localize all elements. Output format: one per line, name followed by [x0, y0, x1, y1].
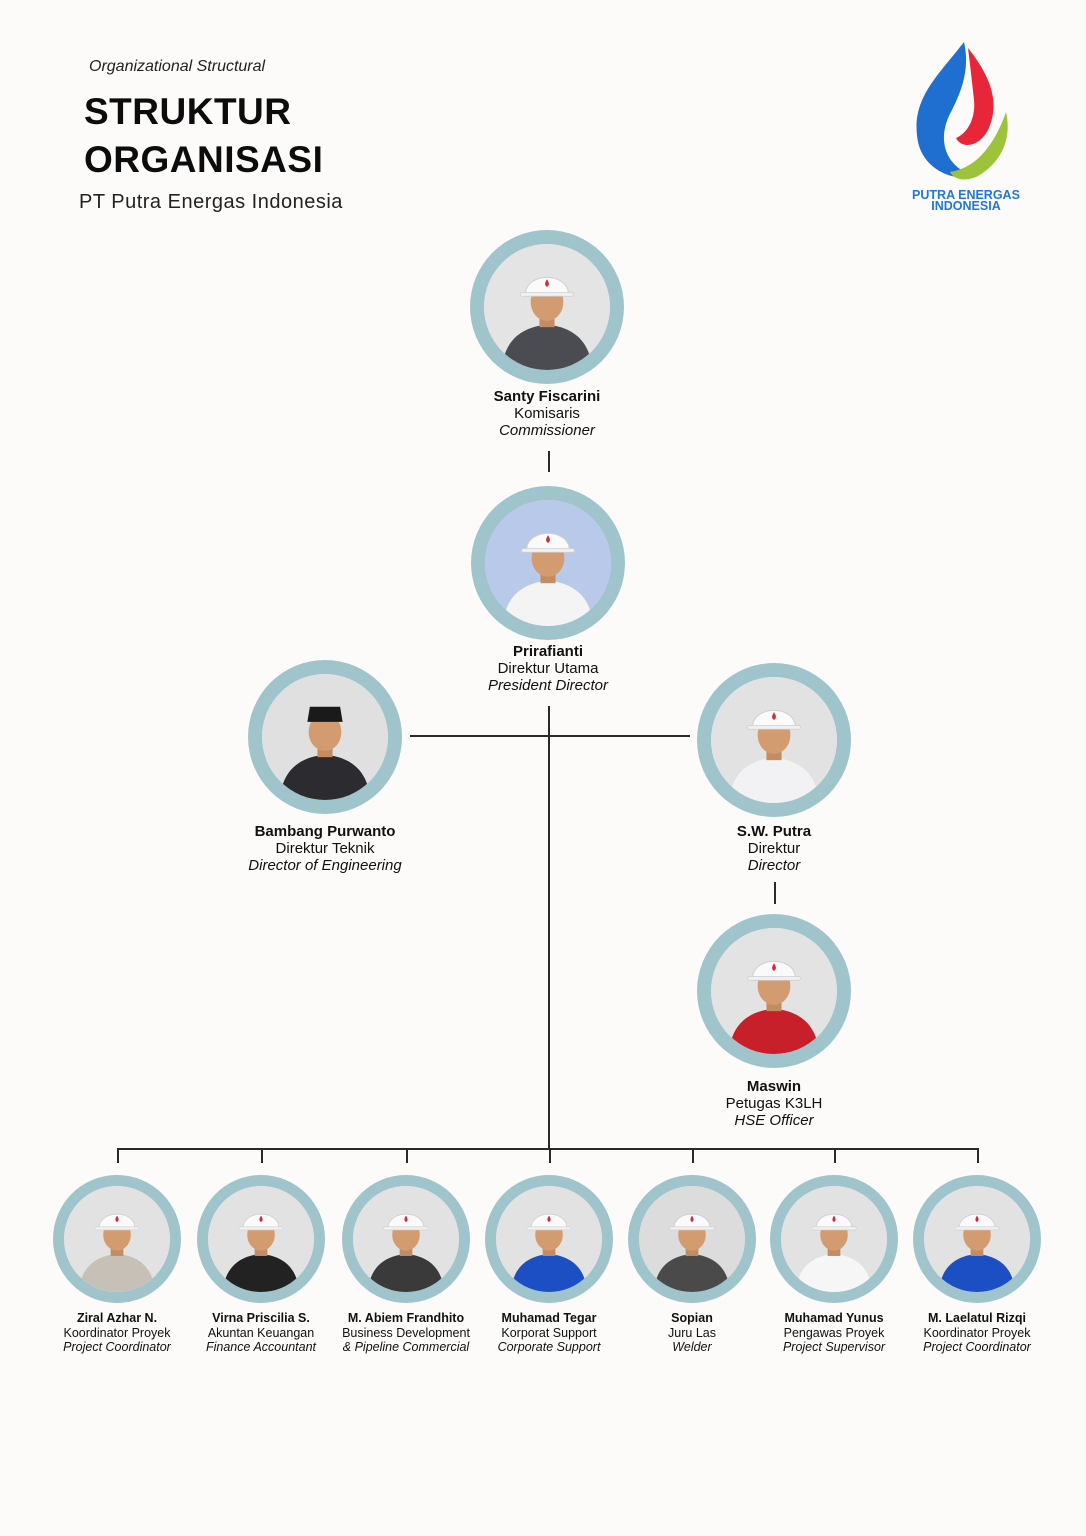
avatar-staff-7	[913, 1175, 1041, 1303]
avatar-staff-2	[197, 1175, 325, 1303]
person-name: Prirafianti	[512, 643, 584, 660]
avatar-engineering	[248, 660, 402, 814]
person-role: Koordinator Proyek	[923, 1325, 1031, 1340]
person-name: Ziral Azhar N.	[76, 1311, 158, 1325]
photo-staff-5	[639, 1186, 745, 1292]
photo-staff-1	[64, 1186, 170, 1292]
connector-staff-horizontal	[117, 1148, 978, 1150]
person-role-en: Project Coordinator	[63, 1340, 171, 1354]
person-name: M. Laelatul Rizqi	[928, 1311, 1026, 1325]
photo-staff-6	[781, 1186, 887, 1292]
person-role-en: Project Supervisor	[782, 1340, 886, 1354]
person-name: Maswin	[746, 1078, 802, 1095]
photo-staff-4	[496, 1186, 602, 1292]
person-name: Muhamad Tegar	[501, 1311, 597, 1325]
title-line-1: STRUKTUR	[84, 91, 292, 132]
person-name: Muhamad Yunus	[784, 1311, 884, 1325]
avatar-staff-3	[342, 1175, 470, 1303]
avatar-staff-6	[770, 1175, 898, 1303]
photo-president	[485, 500, 611, 626]
person-role-en: Commissioner	[499, 422, 595, 439]
person-name: Virna Priscilia S.	[212, 1311, 310, 1325]
avatar-staff-4	[485, 1175, 613, 1303]
connector-director-hse	[774, 882, 776, 904]
person-role: Pengawas Proyek	[783, 1325, 885, 1340]
person-name: Sopian	[671, 1311, 713, 1325]
avatar-hse	[697, 914, 851, 1068]
header-subtitle: Organizational Structural	[89, 58, 266, 75]
connector-staff-drop	[261, 1148, 263, 1163]
avatar-director	[697, 663, 851, 817]
person-role: Business Development	[342, 1325, 470, 1340]
connector-staff-drop	[117, 1148, 119, 1163]
person-role-en: Director of Engineering	[248, 857, 402, 874]
person-role: Koordinator Proyek	[63, 1325, 171, 1340]
person-role: Petugas K3LH	[725, 1095, 823, 1112]
avatar-staff-5	[628, 1175, 756, 1303]
flame-logo-icon	[916, 42, 1008, 180]
person-role-en: Project Coordinator	[923, 1340, 1031, 1354]
person-role-en: Director	[747, 857, 801, 874]
connector-staff-drop	[977, 1148, 979, 1163]
photo-staff-7	[924, 1186, 1030, 1292]
photo-engineering	[262, 674, 388, 800]
connector-directors-horizontal	[410, 735, 690, 737]
photo-staff-2	[208, 1186, 314, 1292]
logo-text-line-2: INDONESIA	[931, 199, 1001, 213]
person-role: Korporat Support	[501, 1325, 597, 1340]
avatar-president	[471, 486, 625, 640]
person-role-en: Finance Accountant	[205, 1340, 317, 1354]
person-role-en: President Director	[487, 677, 609, 694]
connector-staff-drop	[406, 1148, 408, 1163]
person-role: Direktur	[747, 840, 801, 857]
connector-staff-drop	[549, 1148, 551, 1163]
photo-director	[711, 677, 837, 803]
page-title: STRUKTUR ORGANISASI	[84, 88, 323, 184]
person-role-en: HSE Officer	[734, 1112, 814, 1129]
avatar-staff-1	[53, 1175, 181, 1303]
connector-staff-drop	[834, 1148, 836, 1163]
person-role: Komisaris	[514, 405, 580, 422]
person-role-en: & Pipeline Commercial	[342, 1340, 470, 1354]
company-name: PT Putra Energas Indonesia	[79, 191, 343, 213]
connector-president-trunk	[548, 706, 550, 1149]
person-role: Direktur Teknik	[275, 840, 375, 857]
title-line-2: ORGANISASI	[84, 139, 324, 180]
avatar-commissioner	[470, 230, 624, 384]
person-role-en: Corporate Support	[497, 1340, 601, 1354]
connector-commissioner-president	[548, 451, 550, 472]
photo-hse	[711, 928, 837, 1054]
person-role: Juru Las	[668, 1325, 716, 1340]
person-role: Direktur Utama	[497, 660, 599, 677]
connector-staff-drop	[692, 1148, 694, 1163]
person-role: Akuntan Keuangan	[207, 1325, 315, 1340]
logo-text-line-1: PUTRA ENERGAS	[912, 188, 1020, 202]
photo-commissioner	[484, 244, 610, 370]
person-name: Bambang Purwanto	[254, 823, 396, 840]
company-logo: PUTRA ENERGAS INDONESIA	[896, 38, 1036, 216]
person-role-en: Welder	[672, 1340, 712, 1354]
person-name: Santy Fiscarini	[493, 388, 601, 405]
person-name: S.W. Putra	[736, 823, 812, 840]
photo-staff-3	[353, 1186, 459, 1292]
person-name: M. Abiem Frandhito	[347, 1311, 465, 1325]
